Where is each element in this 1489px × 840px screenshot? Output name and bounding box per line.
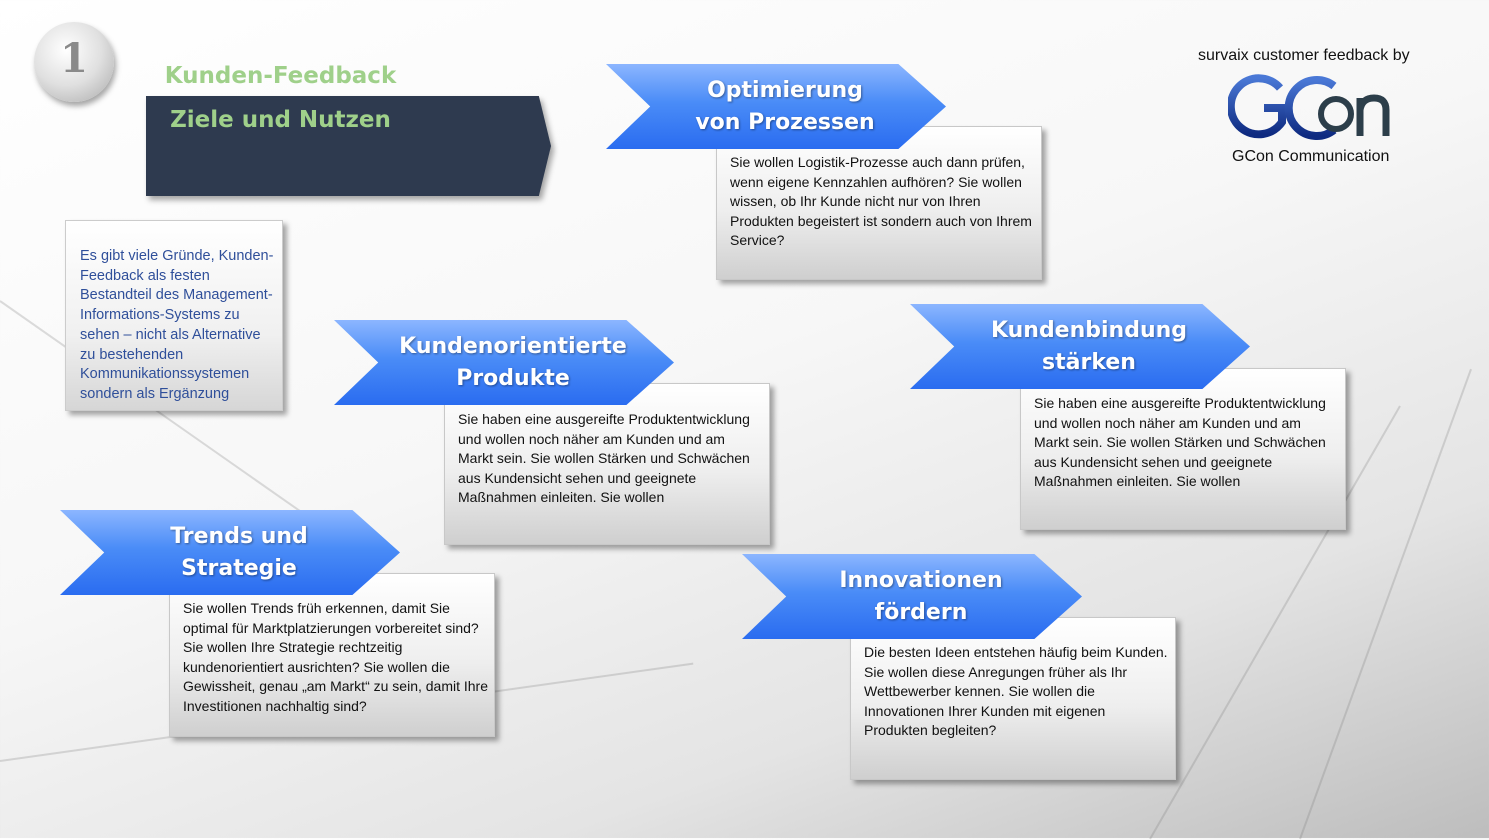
company-name: GCon Communication xyxy=(1232,148,1390,165)
goal-title-line: von Prozessen xyxy=(695,109,875,135)
step-number-badge: 1 xyxy=(34,22,114,102)
intro-box: Es gibt viele Gründe, Kunden-Feedback al… xyxy=(65,220,283,411)
gcon-logo xyxy=(1228,74,1390,140)
goal-text-produkte: Sie haben eine ausgereifte Produktentwic… xyxy=(444,383,770,545)
goal-title-produkte: Kundenorientierte Produkte xyxy=(334,320,674,405)
title-line-1: Kunden-Feedback xyxy=(164,63,397,89)
goal-chevron-innovationen xyxy=(742,554,1082,639)
goal-chevron-trends xyxy=(60,510,400,595)
goal-chevron-prozesse xyxy=(606,64,946,149)
goal-title-innovationen: Innovationen fördern xyxy=(742,554,1082,639)
goal-chevron-kundenbindung xyxy=(910,304,1250,389)
title-banner xyxy=(73,48,551,196)
goal-title-line: fördern xyxy=(874,599,968,625)
goal-title-line: Strategie xyxy=(181,555,297,581)
title-text: Kunden-Feedback Ziele und Nutzen xyxy=(73,48,488,148)
goal-title-line: Trends und xyxy=(170,523,308,549)
branding-by-text: survaix customer feedback by xyxy=(1198,47,1410,64)
goal-text-prozesse: Sie wollen Logistik-Prozesse auch dann p… xyxy=(716,126,1042,280)
goal-title-line: Produkte xyxy=(456,365,570,391)
goal-text-trends: Sie wollen Trends früh erkennen, damit S… xyxy=(169,573,495,737)
goal-title-line: Innovationen xyxy=(839,567,1003,593)
goal-title-trends: Trends und Strategie xyxy=(60,510,400,595)
goal-title-line: Kundenbindung xyxy=(990,317,1188,343)
goal-text-kundenbindung: Sie haben eine ausgereifte Produktentwic… xyxy=(1020,368,1346,530)
goal-title-prozesse: Optimierung von Prozessen xyxy=(606,64,946,149)
goal-text-innovationen: Die besten Ideen entstehen häufig beim K… xyxy=(850,617,1176,780)
goal-title-line: Kundenorientierte xyxy=(399,333,627,359)
goal-chevron-produkte xyxy=(334,320,674,405)
goal-title-kundenbindung: Kundenbindung stärken xyxy=(910,304,1250,389)
goal-title-line: Optimierung xyxy=(707,77,863,103)
goal-title-line: stärken xyxy=(1042,349,1136,375)
title-line-2: Ziele und Nutzen xyxy=(170,107,391,133)
